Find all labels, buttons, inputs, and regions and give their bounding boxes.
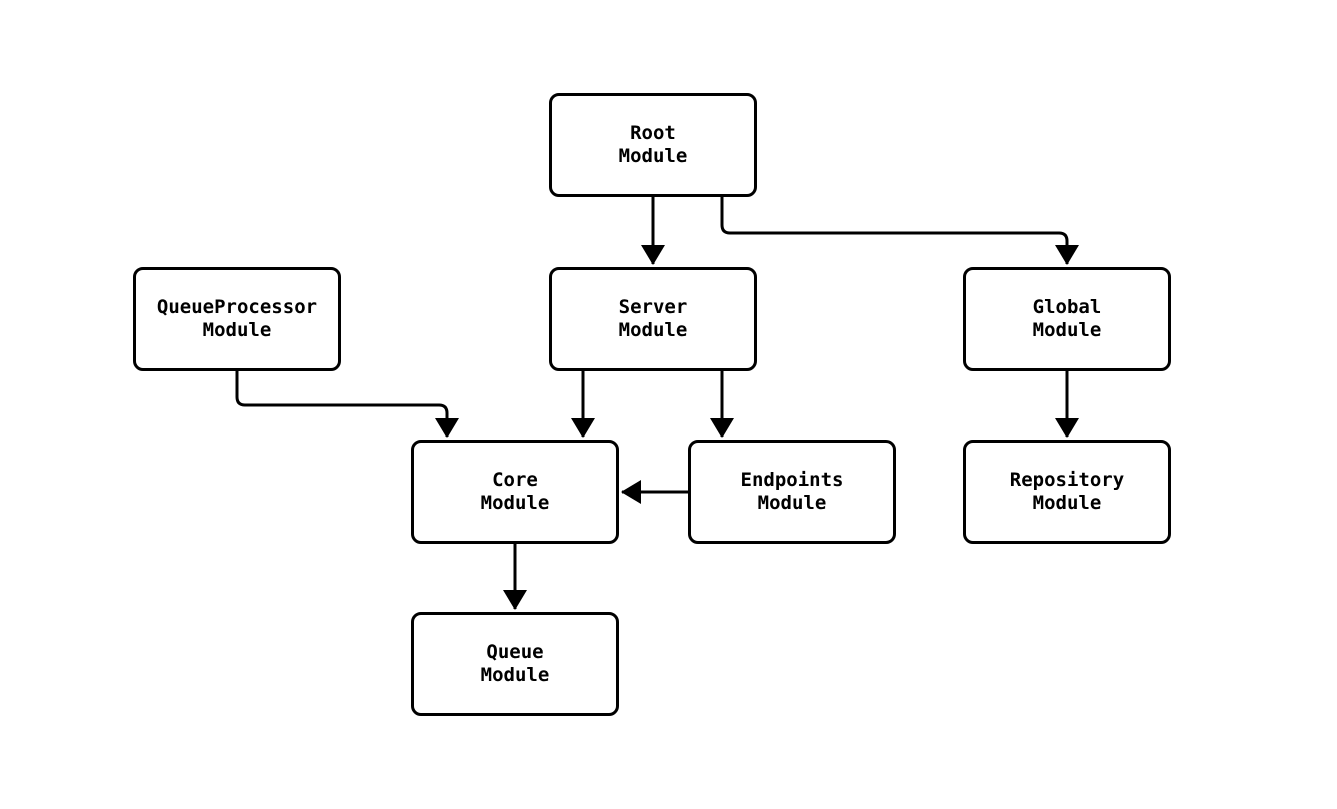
edge-root-global (720, 197, 1079, 265)
node-server-module: Server Module (549, 267, 757, 371)
node-core-module-label: Core Module (480, 469, 550, 514)
node-server-module-label: Server Module (618, 296, 688, 341)
node-queue-module-label: Queue Module (480, 641, 550, 686)
node-core-module: Core Module (411, 440, 619, 544)
node-repository-module-label: Repository Module (1009, 469, 1125, 514)
node-queue-module: Queue Module (411, 612, 619, 716)
node-queueprocessor-module: QueueProcessor Module (133, 267, 341, 371)
node-root-module-label: Root Module (618, 122, 688, 167)
node-global-module-label: Global Module (1032, 296, 1102, 341)
node-repository-module: Repository Module (963, 440, 1171, 544)
node-endpoints-module-label: Endpoints Module (740, 469, 844, 514)
node-queueprocessor-module-label: QueueProcessor Module (156, 296, 318, 341)
node-root-module: Root Module (549, 93, 757, 197)
node-global-module: Global Module (963, 267, 1171, 371)
node-endpoints-module: Endpoints Module (688, 440, 896, 544)
edge-queueprocessor-core (235, 371, 459, 438)
